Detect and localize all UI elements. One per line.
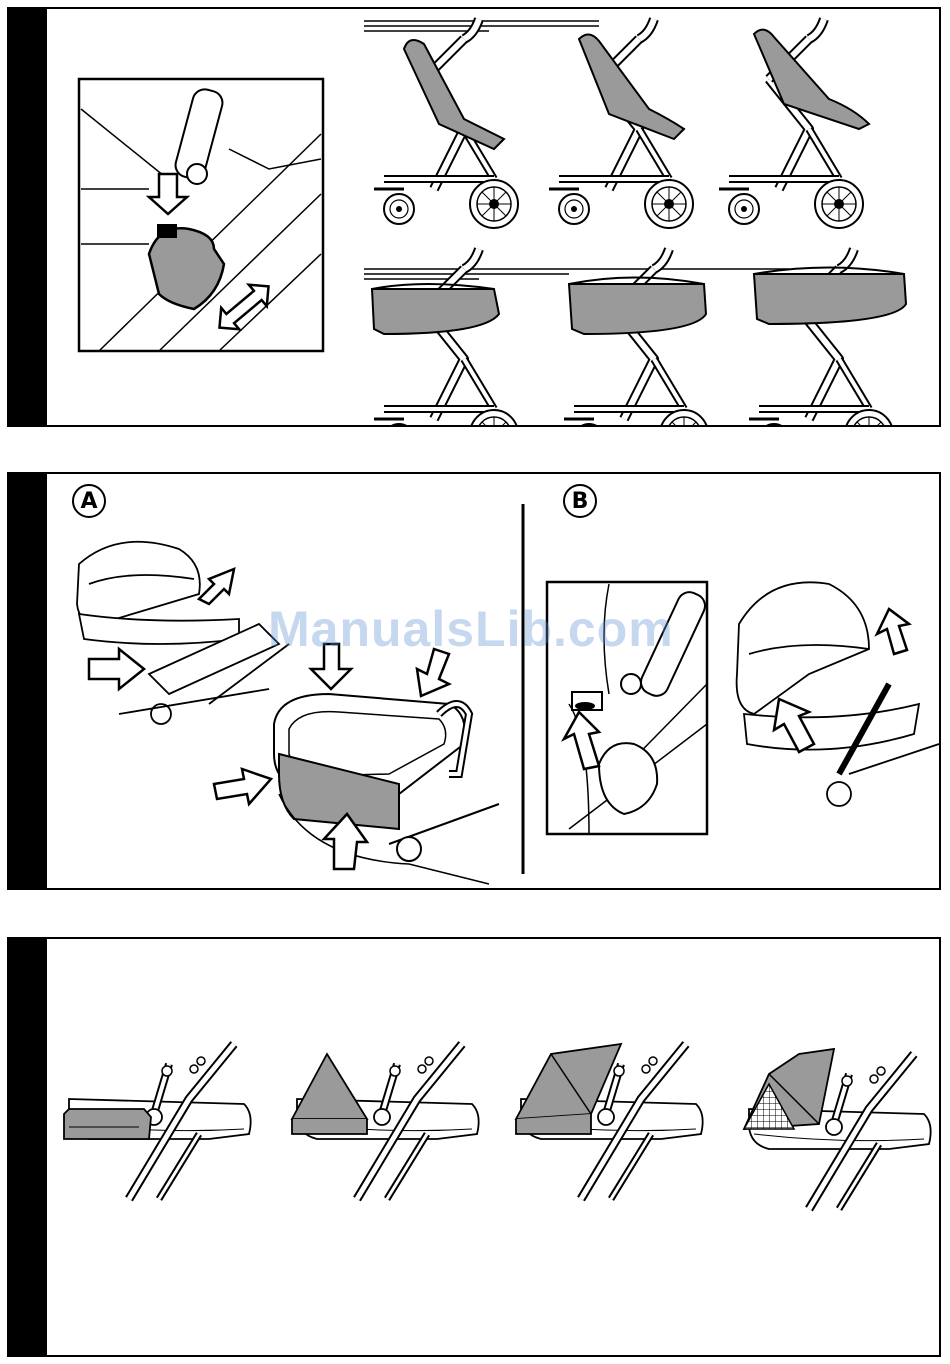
stroller-seat-mid	[549, 19, 693, 228]
hood-closed-cover	[64, 1044, 251, 1199]
hood-positions-illustration	[9, 939, 941, 1357]
step-panel-3	[7, 937, 941, 1357]
carrycot-attach-illustration	[9, 474, 941, 890]
stroller-carrycot-low	[372, 249, 518, 427]
section-label-a: A	[72, 484, 106, 518]
carrycot-body	[274, 694, 499, 884]
hood-mesh	[744, 1049, 931, 1209]
watermark-text: ManualsLib.com	[268, 600, 674, 658]
carrycot-with-hood	[77, 542, 289, 724]
hood-large	[516, 1044, 703, 1199]
stroller-seat-recline	[719, 19, 869, 228]
hood-small	[292, 1044, 479, 1199]
step-panel-1	[7, 7, 941, 427]
stroller-seat-upright	[374, 19, 518, 228]
press-arrow-icon	[89, 649, 144, 689]
press-arrow-icon	[199, 569, 234, 604]
press-arrow-icon	[214, 769, 271, 804]
stroller-carrycot-high	[749, 249, 906, 427]
step-panel-2: A B	[7, 472, 941, 890]
section-label-b: B	[563, 484, 597, 518]
stroller-carrycot-mid	[564, 249, 708, 427]
seat-recline-illustration	[9, 9, 941, 427]
lift-arrow-icon	[877, 609, 909, 654]
carrycot-release	[737, 582, 939, 806]
lock-detail-inset	[79, 79, 323, 351]
